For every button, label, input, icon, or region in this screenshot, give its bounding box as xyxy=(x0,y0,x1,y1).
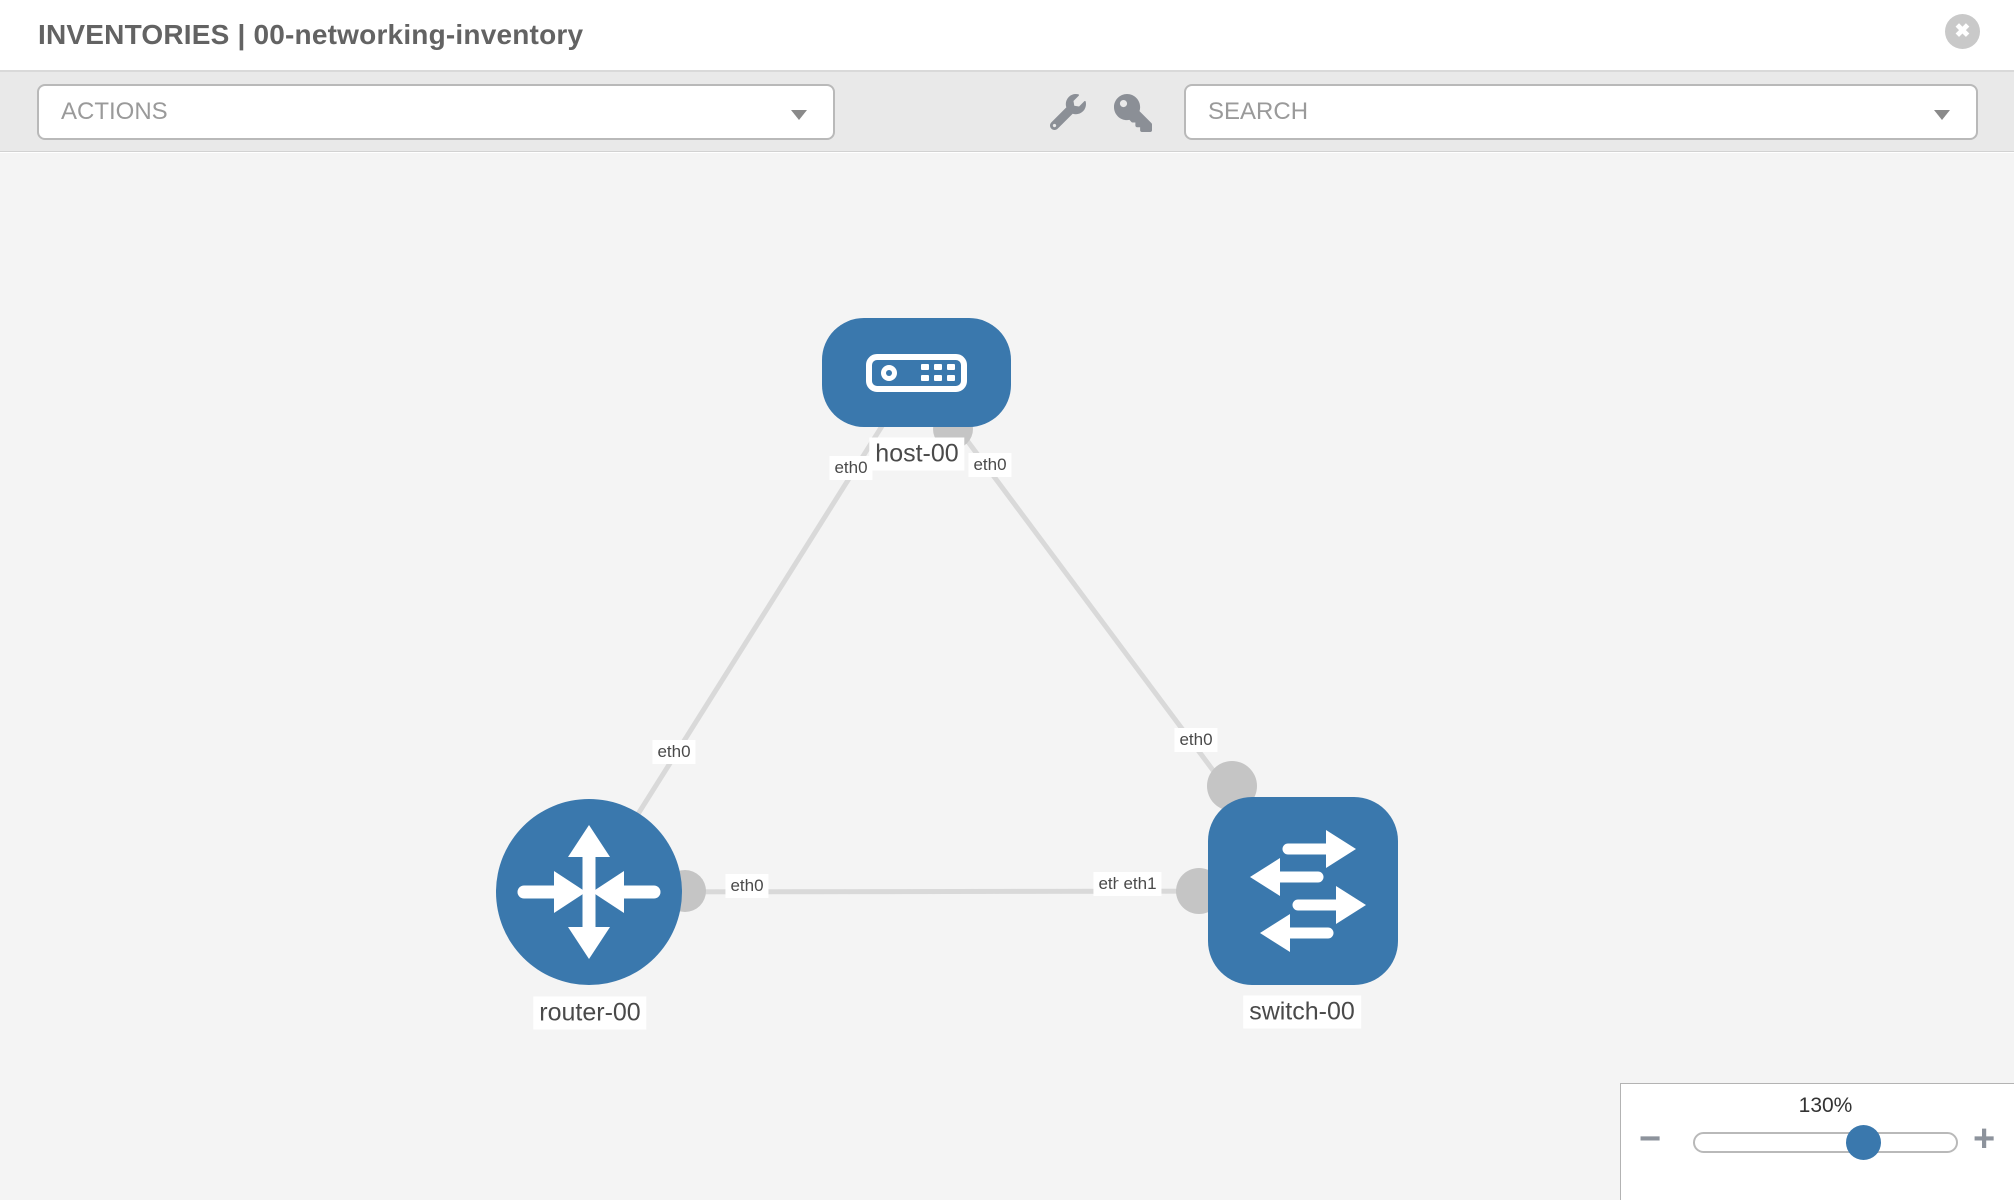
topology-links-layer xyxy=(586,370,1306,914)
zoom-control-panel: 130% − + xyxy=(1620,1083,2014,1200)
wrench-icon[interactable] xyxy=(1050,94,1086,130)
search-dropdown-label: SEARCH xyxy=(1208,98,1309,125)
interface-label: eth1 xyxy=(1118,872,1162,896)
key-icon[interactable] xyxy=(1114,94,1152,132)
close-button[interactable]: ✖ xyxy=(1945,14,1980,49)
node-label-router-00: router-00 xyxy=(533,996,647,1030)
chevron-down-icon xyxy=(1934,110,1950,120)
actions-dropdown-label: ACTIONS xyxy=(61,98,168,125)
node-host-00[interactable] xyxy=(821,317,1011,427)
search-dropdown[interactable]: SEARCH xyxy=(1184,84,1978,140)
zoom-slider-thumb[interactable] xyxy=(1846,1125,1882,1160)
actions-dropdown[interactable]: ACTIONS xyxy=(37,84,835,140)
node-label-switch-00: switch-00 xyxy=(1243,995,1361,1029)
zoom-in-button[interactable]: + xyxy=(1973,1118,1996,1160)
node-switch-00[interactable] xyxy=(1208,797,1398,985)
node-label-host-00: host-00 xyxy=(869,437,965,471)
chevron-down-icon xyxy=(791,110,807,120)
close-icon: ✖ xyxy=(1954,21,1971,42)
zoom-level-value: 130% xyxy=(1798,1094,1853,1117)
interface-label: eth0 xyxy=(725,874,769,898)
interface-label: eth0 xyxy=(968,453,1012,477)
interface-label: eth0 xyxy=(1174,728,1218,752)
interface-label: eth0 xyxy=(652,740,696,764)
node-router-00[interactable] xyxy=(496,799,682,985)
page-title: INVENTORIES | 00-networking-inventory xyxy=(38,19,584,50)
toolbar: ACTIONS SEARCH xyxy=(0,72,2014,152)
zoom-out-button[interactable]: − xyxy=(1639,1118,1662,1160)
interface-label: eth0 xyxy=(829,456,873,480)
zoom-slider-track[interactable] xyxy=(1693,1125,1958,1160)
modal-header: INVENTORIES | 00-networking-inventory ✖ xyxy=(0,0,2014,72)
